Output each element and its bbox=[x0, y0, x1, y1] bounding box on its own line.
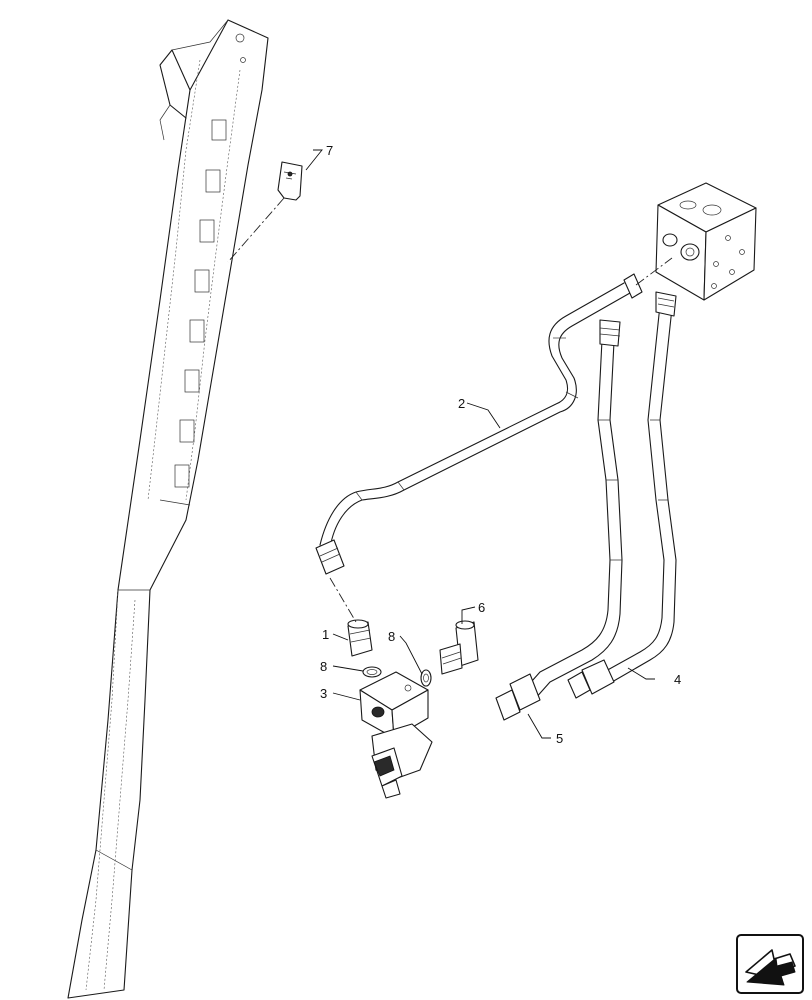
callout-6: 6 bbox=[478, 600, 485, 615]
centerline-1 bbox=[329, 577, 357, 623]
callout-5: 5 bbox=[556, 731, 563, 746]
frame-slots bbox=[174, 119, 227, 488]
hose-part-5[interactable] bbox=[495, 319, 623, 721]
loader-arm-frame bbox=[67, 19, 269, 999]
centerline-2-block bbox=[635, 257, 673, 286]
o-ring-part-8-b[interactable] bbox=[420, 669, 432, 687]
callout-2: 2 bbox=[458, 396, 465, 411]
centerline-7 bbox=[227, 197, 285, 263]
valve-block bbox=[655, 182, 757, 301]
leader-lines bbox=[305, 149, 655, 739]
hose-part-4[interactable] bbox=[567, 291, 677, 699]
callout-8-right: 8 bbox=[388, 629, 395, 644]
callout-1: 1 bbox=[322, 627, 329, 642]
o-ring-part-8-a[interactable] bbox=[362, 666, 382, 678]
callout-3: 3 bbox=[320, 686, 327, 701]
callout-4: 4 bbox=[674, 672, 681, 687]
clip-bracket-part-7[interactable] bbox=[277, 161, 303, 201]
tube-part-2[interactable] bbox=[315, 273, 643, 575]
solenoid-valve-part-3[interactable] bbox=[359, 671, 433, 799]
callout-7: 7 bbox=[326, 143, 333, 158]
fitting-part-1[interactable] bbox=[347, 619, 373, 657]
next-page-arrow-icon[interactable] bbox=[736, 934, 804, 994]
callout-8-left: 8 bbox=[320, 659, 327, 674]
adapter-part-6[interactable] bbox=[439, 620, 479, 675]
callout-labels: 7 2 1 8 3 8 6 4 5 bbox=[320, 143, 681, 746]
